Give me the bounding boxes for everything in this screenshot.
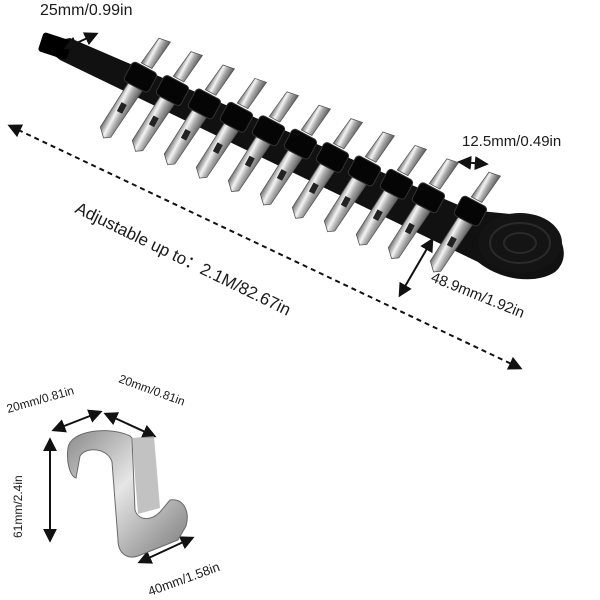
door-hook bbox=[67, 430, 188, 558]
hook-bottom-label: 40mm/1.58in bbox=[146, 559, 222, 599]
clip-cap bbox=[155, 75, 190, 106]
clip-length-arrow bbox=[398, 237, 434, 298]
hook-top-left-label: 20mm/0.81in bbox=[5, 383, 76, 416]
hook-top-left-arrow bbox=[51, 409, 103, 433]
clip-tab bbox=[332, 118, 364, 150]
clip-tab bbox=[364, 131, 396, 163]
clip-tab bbox=[470, 171, 502, 203]
clip-slot bbox=[116, 102, 127, 114]
clip-slot bbox=[148, 115, 159, 128]
dimension-arrows bbox=[7, 32, 523, 564]
strap-width-arrow bbox=[63, 32, 99, 50]
clip-cap bbox=[123, 61, 158, 93]
clip-tab bbox=[396, 144, 428, 177]
hook-bottom-arrow bbox=[137, 536, 195, 564]
clip-tab bbox=[236, 77, 268, 110]
clip-tab bbox=[172, 51, 204, 83]
hook-height-label: 61mm/2.4in bbox=[11, 475, 25, 538]
hook-top-right-label: 20mm/0.81in bbox=[117, 372, 187, 409]
length-arrow bbox=[7, 124, 523, 370]
clip-tab bbox=[140, 37, 172, 69]
clip-tab bbox=[428, 158, 460, 190]
adjustable-length-label: Adjustable up to：2.1M/82.67in bbox=[72, 199, 294, 320]
clip bbox=[99, 37, 172, 139]
strap-buckle bbox=[38, 32, 72, 60]
clip-tab bbox=[300, 104, 332, 136]
clip-tab bbox=[204, 64, 236, 96]
clip-width-arrow bbox=[457, 155, 489, 171]
clip-cap bbox=[187, 88, 222, 120]
clip-width-label: 12.5mm/0.49in bbox=[462, 133, 561, 150]
hook-top-right-arrow bbox=[103, 412, 157, 438]
strap-width-label: 25mm/0.99in bbox=[40, 2, 133, 19]
clip-tab bbox=[268, 91, 300, 123]
